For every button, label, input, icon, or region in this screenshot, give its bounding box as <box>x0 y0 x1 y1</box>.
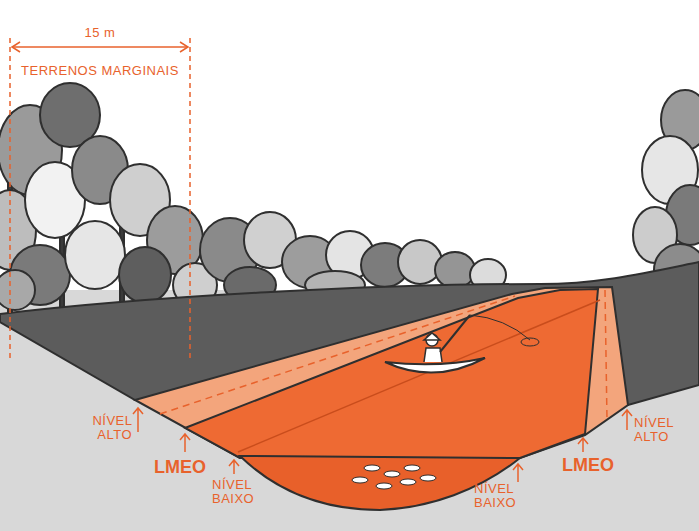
level-arrow <box>133 408 632 482</box>
label: NÍVEL BAIXO <box>212 478 254 507</box>
label: TERRENOS MARGINAIS <box>21 64 179 78</box>
boat <box>385 315 539 373</box>
fish <box>352 465 436 489</box>
low-water-line <box>238 300 600 452</box>
label: 15 m <box>85 26 116 40</box>
high-water-zone <box>135 287 628 458</box>
label: NÍVEL ALTO <box>634 416 674 445</box>
dashed-line <box>160 296 515 414</box>
label: LMEO <box>562 456 614 476</box>
trees-left <box>0 83 217 320</box>
low-channel <box>240 456 520 510</box>
label: NÍVEL BAIXO <box>474 482 516 511</box>
dimension <box>10 38 190 360</box>
river <box>185 289 598 458</box>
label: NÍVEL ALTO <box>92 414 132 443</box>
label: LMEO <box>154 458 206 478</box>
dashed-line <box>605 290 607 420</box>
